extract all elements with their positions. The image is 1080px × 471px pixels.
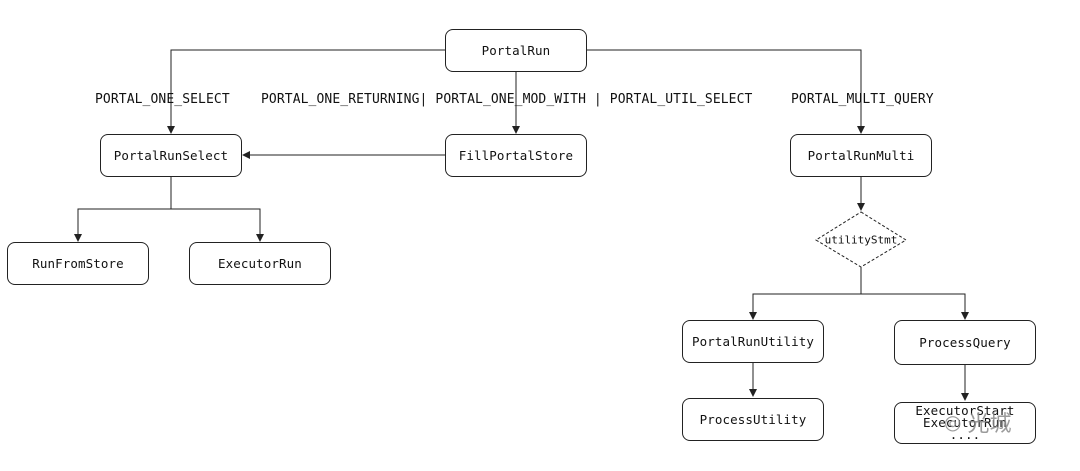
executor-block-node: ExecutorStart ExecutorRun .... — [894, 402, 1036, 444]
watermark-text: 光城 — [967, 412, 1012, 437]
portalrun-node: PortalRun — [445, 29, 587, 72]
processquery-label: ProcessQuery — [919, 335, 1011, 350]
executorrun-label: ExecutorRun — [218, 256, 302, 271]
portalrunutility-node: PortalRunUtility — [682, 320, 824, 363]
processutility-node: ProcessUtility — [682, 398, 824, 441]
fillportalstore-node: FillPortalStore — [445, 134, 587, 177]
edge-portalrunselect-to-executorrun — [171, 208, 264, 242]
edge-portalrun-to-portalrunmulti — [587, 49, 865, 134]
executor-block-line3: .... — [949, 427, 981, 442]
runfromstore-label: RunFromStore — [32, 256, 124, 271]
portalrunutility-label: PortalRunUtility — [691, 334, 814, 349]
portalrunselect-label: PortalRunSelect — [113, 148, 229, 163]
wechat-icon: ◎ — [944, 410, 962, 434]
edge-label-middle: PORTAL_ONE_RETURNING| PORTAL_ONE_MOD_WIT… — [261, 92, 753, 107]
runfromstore-node: RunFromStore — [7, 242, 149, 285]
edge-utilitystmt-to-processquery — [861, 293, 969, 320]
fillportalstore-label: FillPortalStore — [458, 148, 574, 163]
portalrunmulti-node: PortalRunMulti — [790, 134, 932, 177]
portalrun-label: PortalRun — [481, 43, 551, 58]
watermark: ◎ 光城 — [944, 406, 1011, 438]
edge-utilitystmt-split — [749, 267, 862, 320]
edge-label-one-select: PORTAL_ONE_SELECT — [95, 92, 230, 107]
executor-block-line2: ExecutorRun — [923, 415, 1007, 430]
executorrun-node: ExecutorRun — [189, 242, 331, 285]
processutility-label: ProcessUtility — [699, 412, 807, 427]
portalrunselect-node: PortalRunSelect — [100, 134, 242, 177]
portalrunmulti-label: PortalRunMulti — [807, 148, 915, 163]
utilitystmt-label: utilityStmt — [824, 233, 898, 247]
executor-block-line1: ExecutorStart — [915, 403, 1015, 418]
edge-portalrunselect-split — [74, 177, 172, 242]
edge-portalrun-to-portalrunselect — [167, 49, 445, 134]
edge-label-multi-query: PORTAL_MULTI_QUERY — [791, 92, 934, 107]
processquery-node: ProcessQuery — [894, 320, 1036, 365]
